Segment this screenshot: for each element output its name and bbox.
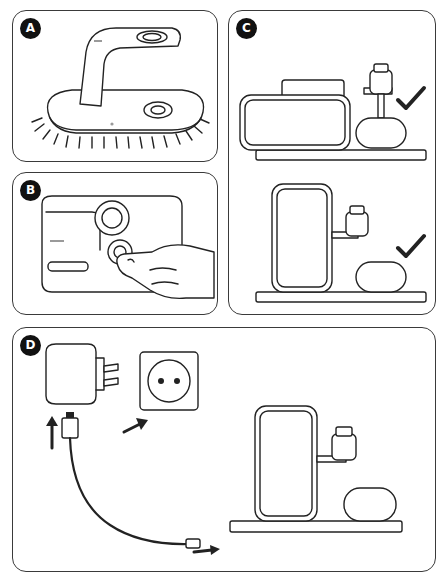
usb-tip — [66, 412, 74, 418]
watch-puck-ring — [143, 34, 161, 41]
watch — [332, 434, 356, 460]
panel-box: C — [228, 10, 436, 315]
arrow-shaft — [194, 550, 212, 552]
adapter-collar — [96, 358, 104, 390]
arrow-shaft — [124, 424, 140, 432]
arrow-head — [210, 545, 220, 555]
watch-band — [336, 427, 352, 436]
wall-socket — [140, 352, 198, 410]
cable-plug — [186, 539, 200, 548]
socket-face — [148, 360, 190, 402]
pressing-finger — [117, 245, 214, 298]
indicator-bar — [48, 262, 88, 271]
cable — [70, 438, 188, 544]
watch-band — [350, 206, 364, 214]
charger-base — [230, 521, 402, 532]
arrow-head — [136, 418, 148, 430]
arrow-shaft — [51, 424, 54, 448]
phone-portrait — [272, 184, 332, 292]
charger-base — [48, 90, 204, 133]
socket-hole — [158, 378, 164, 384]
watch-puck — [95, 201, 129, 235]
earbuds-case — [356, 118, 406, 148]
check-mark — [398, 236, 424, 256]
watch — [370, 70, 392, 94]
stand-outline — [46, 212, 100, 250]
watch — [346, 212, 368, 236]
indicator-dot — [110, 122, 113, 125]
step-letter: B — [20, 180, 41, 201]
watch-band — [374, 64, 388, 72]
phone-screen — [277, 189, 327, 287]
earbuds-case — [356, 262, 406, 292]
phone-screen — [260, 411, 312, 516]
watch-puck — [137, 31, 167, 43]
power-adapter — [46, 344, 96, 404]
step-letter: D — [20, 335, 41, 356]
socket-hole — [174, 378, 180, 384]
phone-screen — [245, 100, 345, 145]
logo-mark — [94, 40, 102, 42]
earbud-pad — [144, 102, 172, 118]
plug-prongs — [104, 364, 118, 386]
earbud-pad-ring — [151, 106, 165, 114]
watch-puck-ring — [102, 208, 122, 228]
base-edge — [50, 118, 201, 130]
phone-portrait — [255, 406, 317, 521]
logo-mark — [50, 240, 64, 242]
phone-landscape — [240, 95, 350, 150]
finger-creases — [128, 259, 178, 284]
step-letter: A — [20, 18, 41, 39]
usb-connector — [62, 418, 78, 438]
panel-box: D — [12, 327, 436, 572]
panel-box: B — [12, 172, 218, 315]
panel-box: A — [12, 10, 218, 162]
charger-base — [256, 292, 426, 302]
charger-base — [256, 150, 426, 160]
watch-post — [378, 94, 384, 118]
step-letter: C — [236, 18, 257, 39]
check-mark — [398, 88, 424, 108]
charger-stand — [80, 28, 180, 106]
arrow-head — [46, 416, 58, 426]
earbuds-case — [344, 488, 396, 521]
